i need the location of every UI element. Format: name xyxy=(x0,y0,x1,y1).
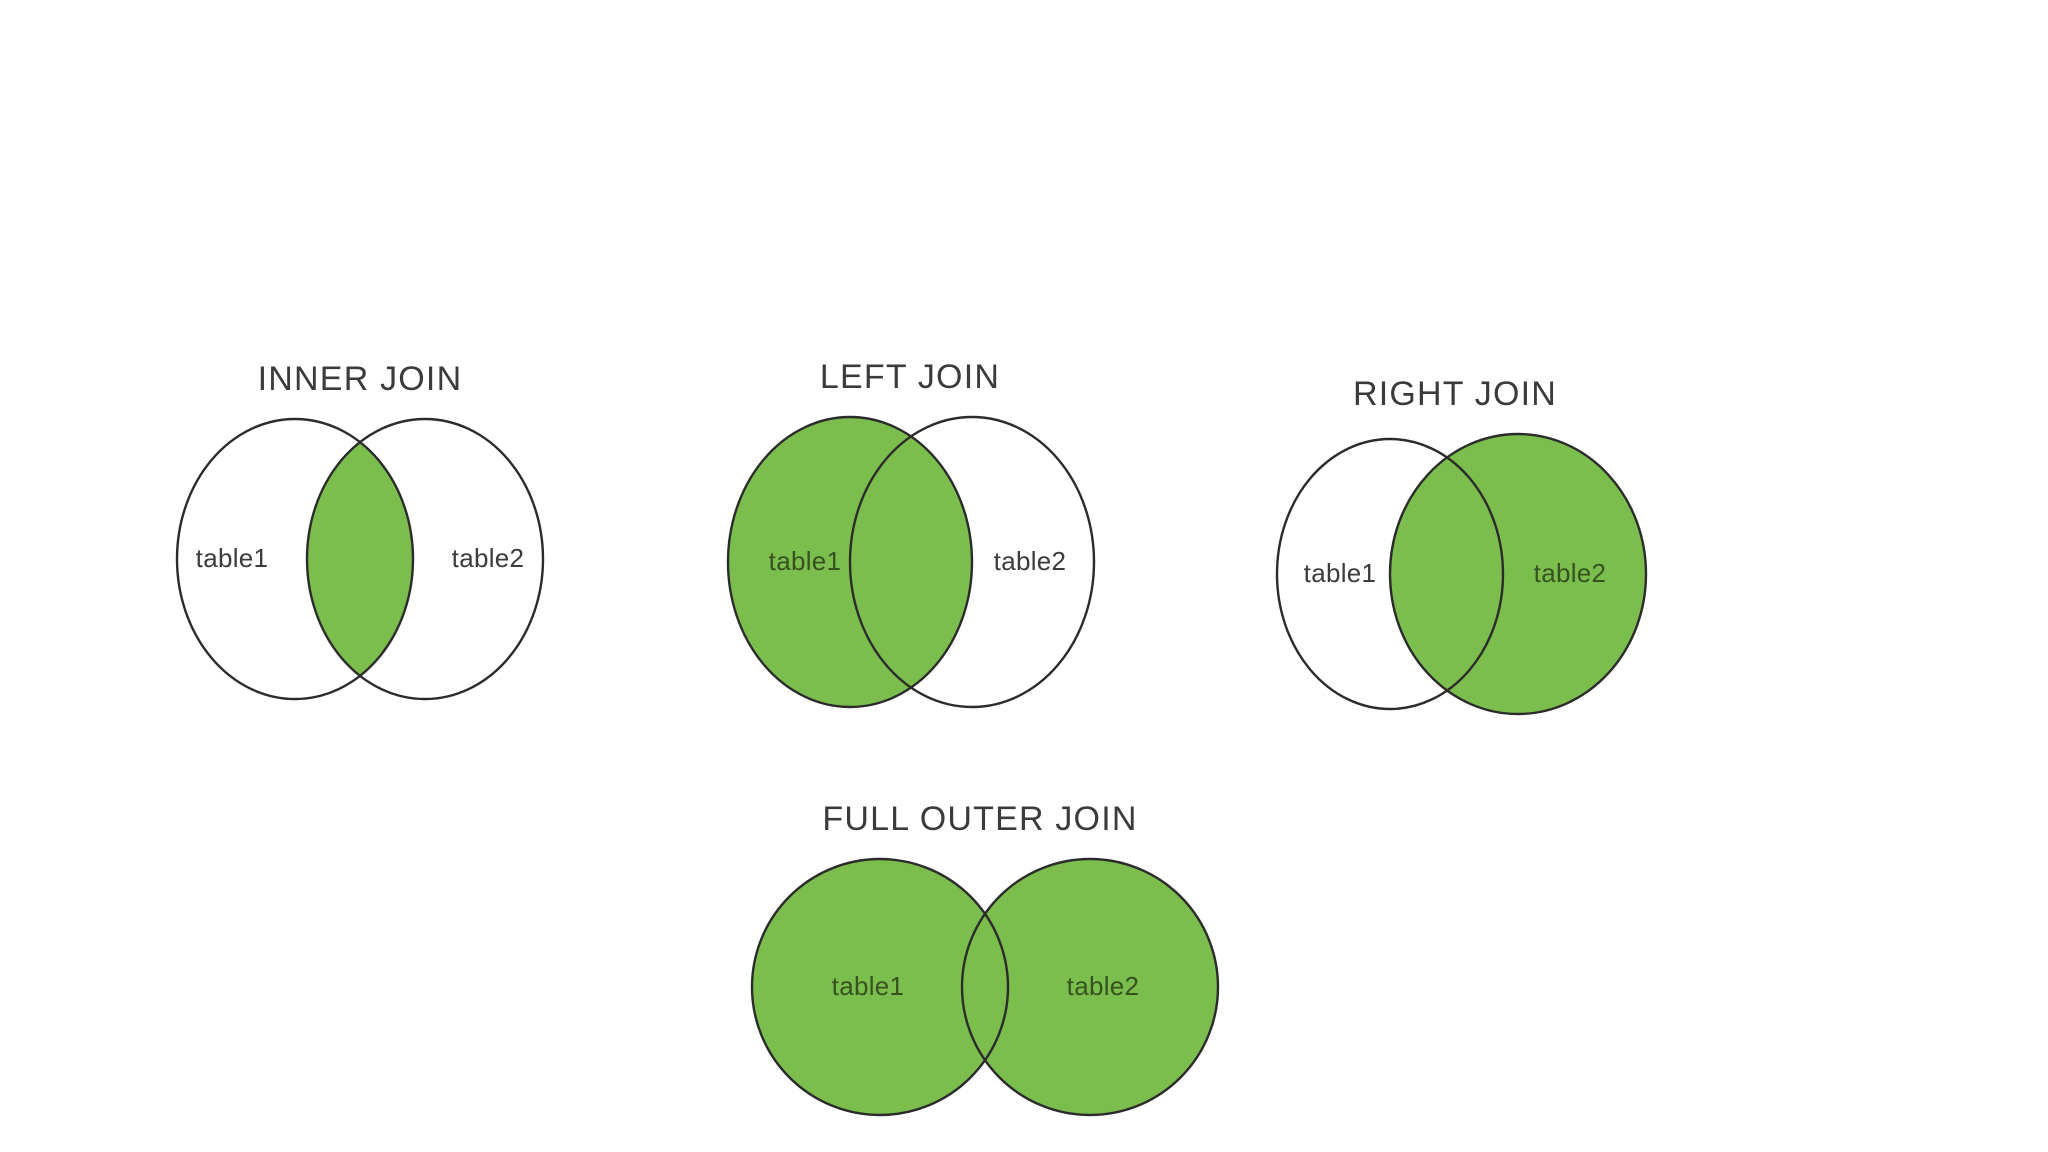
diagram-title-right-join: RIGHT JOIN xyxy=(1352,375,1558,413)
label-table2-leftjoin: table2 xyxy=(994,546,1067,576)
venn-svg-right-join: table1 table2 xyxy=(1275,432,1648,716)
circle-table1-inner xyxy=(175,417,415,701)
label-table2-fullouter: table2 xyxy=(1067,971,1140,1001)
filled-region-table2-fullouter xyxy=(962,859,1218,1115)
label-table1-rightjoin: table1 xyxy=(1304,558,1377,588)
filled-region-table1-fullouter xyxy=(752,859,1008,1115)
label-table2-inner: table2 xyxy=(452,543,525,573)
label-table1-leftjoin: table1 xyxy=(769,546,842,576)
circle-table2-rightjoin xyxy=(1388,432,1648,716)
venn-svg-full-outer-join: table1 table2 xyxy=(750,857,1220,1117)
diagram-title-inner-join: INNER JOIN xyxy=(257,360,463,398)
circle-table1-rightjoin xyxy=(1275,437,1505,711)
label-table1-inner: table1 xyxy=(196,543,269,573)
diagram-right-join: RIGHT JOIN table1 table2 xyxy=(1240,375,1670,716)
venn-svg-inner-join: table1 table2 xyxy=(175,417,545,701)
diagram-title-left-join: LEFT JOIN xyxy=(819,358,1001,396)
label-table2-rightjoin: table2 xyxy=(1534,558,1607,588)
label-table1-fullouter: table1 xyxy=(832,971,905,1001)
diagram-title-full-outer-join: FULL OUTER JOIN xyxy=(822,800,1138,838)
intersection-region-rightjoin xyxy=(1390,439,1503,709)
circle-table2-leftjoin xyxy=(848,415,1096,709)
circle-table2-fullouter xyxy=(960,857,1220,1117)
diagram-left-join: LEFT JOIN table1 table2 xyxy=(700,358,1120,709)
intersection-region-leftjoin xyxy=(850,417,972,707)
circle-table2-inner xyxy=(305,417,545,701)
intersection-region-inner xyxy=(307,419,413,699)
circle-table1-fullouter xyxy=(750,857,1010,1117)
diagram-inner-join: INNER JOIN table1 table2 xyxy=(150,360,570,701)
venn-svg-left-join: table1 table2 xyxy=(726,415,1096,709)
diagram-full-outer-join: FULL OUTER JOIN table1 table2 xyxy=(730,800,1230,1120)
circle-table1-leftjoin xyxy=(726,415,974,709)
